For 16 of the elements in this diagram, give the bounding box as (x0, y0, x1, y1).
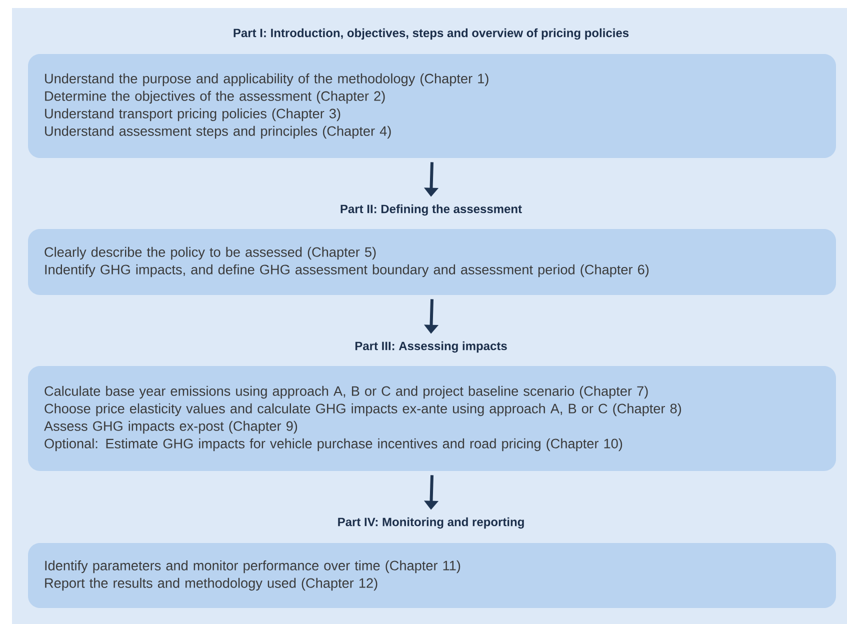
part-heading: Part III: Assessing impacts (355, 341, 507, 353)
part-heading: Part II: Defining the assessment (340, 204, 522, 216)
node-label: Assess GHG impacts ex-post (Chapter 9) (44, 420, 298, 434)
node-label: Understand the purpose and applicability of the methodology (Chapter 1) (45, 73, 488, 86)
node-label: Choose price elasticity values and calculate GHG impacts ex-ante using approach A, B or C (Chapter 8) (44, 403, 682, 416)
node-label: Understand transport pricing policies (Chapter 3) (45, 108, 340, 122)
node-label: Understand assessment steps and principles (Chapter 4) (45, 126, 391, 139)
node-label: Determine the objectives of the assessment (Chapter 2) (45, 90, 385, 104)
part-heading: Part IV: Monitoring and reporting (338, 517, 524, 529)
process-box: Identify parameters and monitor performance over time (Chapter 11) Report the results and methodology used (Chapter 12) (28, 543, 836, 608)
process-box: Understand the purpose and applicability of the methodology (Chapter 1) Determine the objectives of the assessment (Chapter 2) Understand transport pricing policies (Chapter 3) Understand assessment steps and principles (Chapter 4) (28, 54, 836, 158)
part-heading: Part I: Introduction, objectives, steps and overview of pricing policies (234, 28, 629, 40)
process-box: Calculate base year emissions using approach A, B or C and project baseline scenario (Chapter 7) Choose price elasticity values and calculate GHG impacts ex-ante using approach A, B or C (Chapter 8) Assess GHG impacts ex-post (Chapter 9) Optional: Estimate GHG impacts for vehicle purchase incentives and road pricing (Chapter 10) (28, 366, 836, 471)
node-label: Calculate base year emissions using approach A, B or C and project baseline scenario (Chapter 7) (44, 386, 648, 399)
node-label: Optional: Estimate GHG impacts for vehicle purchase incentives and road pricing (Chapter 10) (44, 438, 622, 452)
process-box: Clearly describe the policy to be assessed (Chapter 5) Indentify GHG impacts, and define GHG assessment boundary and assessment period (Chapter 6) (28, 229, 836, 295)
